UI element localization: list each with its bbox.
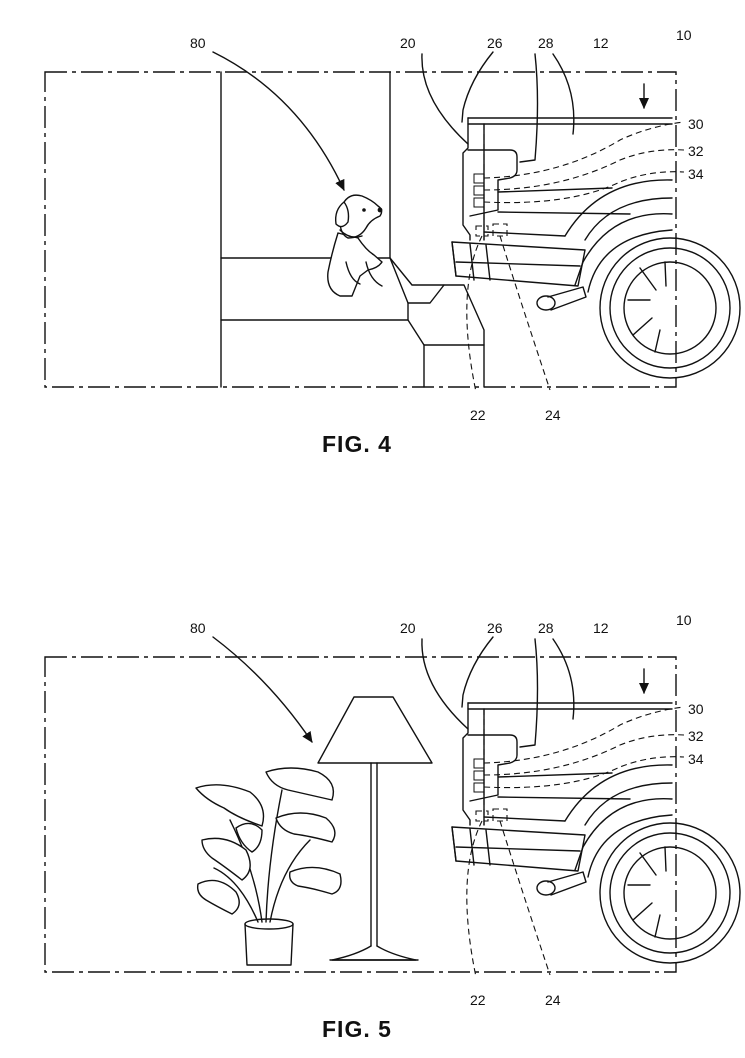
figure-5: 80 20 26 28 12 10 30 32 34 22 24 FIG. 5 [44, 612, 741, 1042]
leaders-fig5 [422, 637, 684, 977]
ref-24: 24 [545, 407, 561, 423]
ref-26: 26 [487, 620, 503, 636]
ref-80: 80 [190, 35, 206, 51]
potted-plant-illustration [195, 767, 342, 966]
ref-28: 28 [538, 35, 554, 51]
ref-34: 34 [688, 166, 704, 182]
dog-illustration [327, 194, 383, 297]
ref-32: 32 [688, 728, 704, 744]
figure-caption: FIG. 5 [322, 1016, 392, 1042]
ref-26: 26 [487, 35, 503, 51]
ref-28: 28 [538, 620, 554, 636]
ref-20: 20 [400, 620, 416, 636]
ref-80: 80 [190, 620, 206, 636]
ref-10: 10 [676, 27, 692, 43]
ref-12: 12 [593, 620, 609, 636]
ref-20: 20 [400, 35, 416, 51]
ref-24: 24 [545, 992, 561, 1008]
ref-22: 22 [470, 992, 486, 1008]
ref-12: 12 [593, 35, 609, 51]
ref-30: 30 [688, 701, 704, 717]
ref-32: 32 [688, 143, 704, 159]
ref-34: 34 [688, 751, 704, 767]
frame-fig5 [44, 656, 677, 973]
ref-22: 22 [470, 407, 486, 423]
leaders-fig4 [422, 52, 684, 392]
figure-4: 80 20 26 28 12 10 30 32 34 22 24 FIG. 4 [44, 27, 741, 457]
ref-10: 10 [676, 612, 692, 628]
figure-caption: FIG. 4 [322, 431, 392, 457]
ref-30: 30 [688, 116, 704, 132]
frame-fig4 [44, 71, 677, 388]
floor-lamp-illustration [317, 696, 433, 961]
